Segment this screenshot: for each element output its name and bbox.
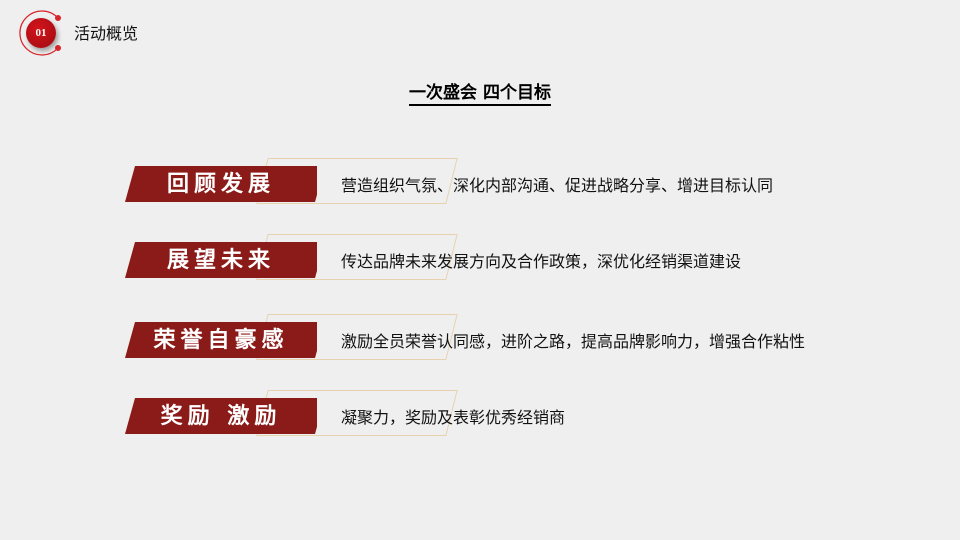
section-badge: 01 (16, 8, 66, 58)
goal-tag (125, 398, 317, 434)
goal-description: 激励全员荣誉认同感，进阶之路，提高品牌影响力，增强合作粘性 (341, 332, 806, 351)
goal-row: 回顾发展 营造组织气氛、深化内部沟通、促进战略分享、增进目标认同 (125, 158, 885, 207)
goal-label: 回顾发展 (166, 171, 275, 197)
goal-description: 营造组织气氛、深化内部沟通、促进战略分享、增进目标认同 (341, 176, 774, 195)
section-header: 01 活动概览 (0, 0, 220, 70)
ring-icon (19, 10, 61, 56)
goal-label: 荣誉自豪感 (153, 327, 289, 353)
goal-tag (125, 242, 317, 278)
page-title-text: 一次盛会 四个目标 (409, 83, 551, 106)
goal-label: 展望未来 (166, 247, 275, 273)
page-title: 一次盛会 四个目标 (0, 78, 960, 106)
goal-row: 奖励 激励 凝聚力，奖励及表彰优秀经销商 (125, 390, 885, 439)
goal-tag (125, 166, 317, 202)
goal-label: 奖励 激励 (160, 403, 282, 429)
section-number: 01 (26, 18, 56, 48)
section-title: 活动概览 (74, 24, 139, 43)
goal-row: 荣誉自豪感 激励全员荣誉认同感，进阶之路，提高品牌影响力，增强合作粘性 (125, 314, 885, 363)
goal-row: 展望未来 传达品牌未来发展方向及合作政策，深优化经销渠道建设 (125, 234, 885, 283)
goal-description: 凝聚力，奖励及表彰优秀经销商 (341, 408, 566, 427)
goal-tag (125, 322, 317, 358)
goal-description: 传达品牌未来发展方向及合作政策，深优化经销渠道建设 (341, 252, 742, 271)
